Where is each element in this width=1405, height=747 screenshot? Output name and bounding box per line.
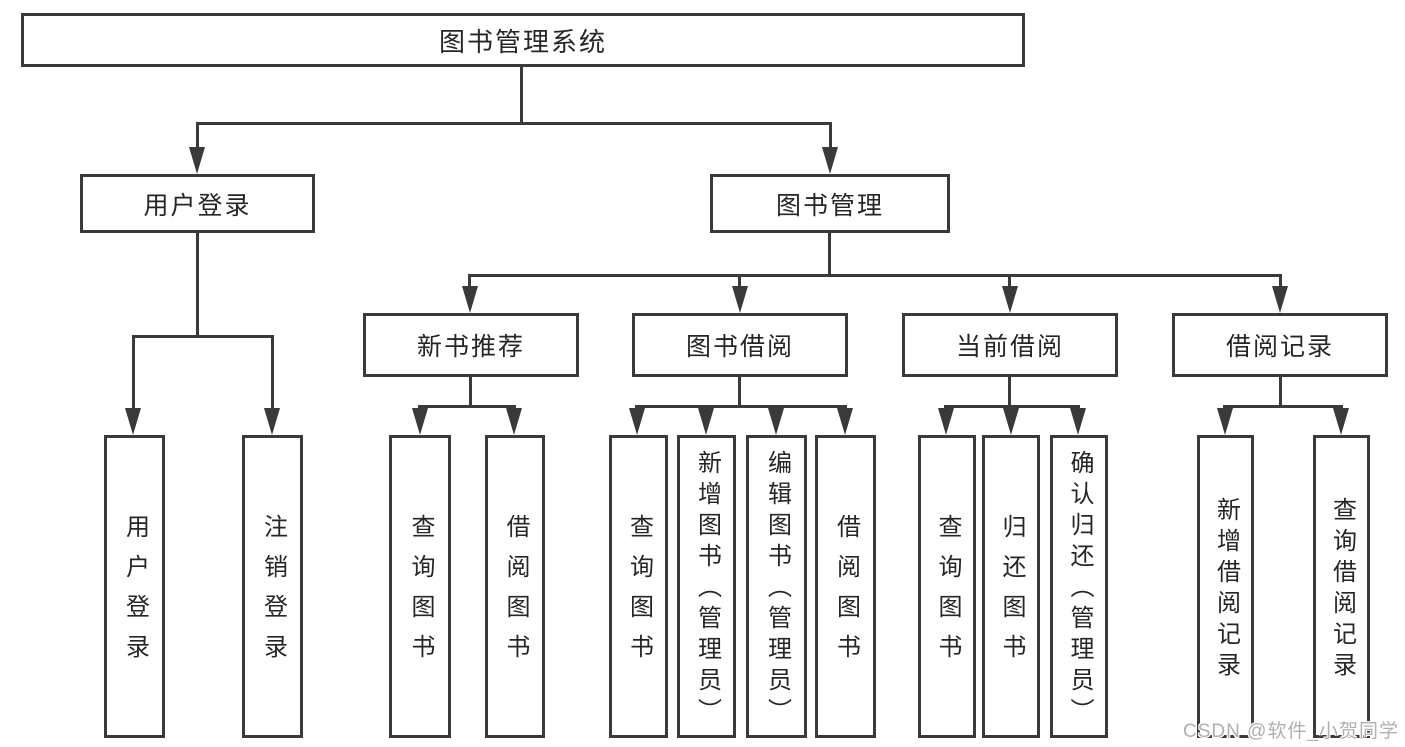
- node-borrow-records: 借阅记录: [1172, 313, 1388, 377]
- arrow-down-icon: [732, 286, 748, 313]
- connector-line: [1008, 274, 1011, 288]
- arrow-down-icon: [462, 286, 478, 313]
- connector-line: [469, 377, 472, 408]
- node-book-management: 图书管理: [710, 174, 950, 233]
- node-new-book-recommend-label: 新书推荐: [416, 333, 525, 361]
- leaf-edit-books-admin-label: 编辑图书（管理员）: [763, 450, 791, 729]
- arrow-down-icon: [506, 408, 522, 435]
- leaf-query-books-current-label: 查询图书: [934, 513, 961, 674]
- leaf-query-borrow-record-label: 查询借阅记录: [1328, 496, 1356, 683]
- arrow-down-icon: [698, 408, 714, 435]
- leaf-borrow-books-label: 借阅图书: [832, 513, 860, 674]
- leaf-logout-label: 注销登录: [259, 513, 287, 674]
- connector-line: [1279, 377, 1282, 408]
- node-user-login-label: 用户登录: [143, 191, 252, 220]
- arrow-down-icon: [1003, 408, 1019, 435]
- arrow-down-icon: [189, 147, 205, 174]
- leaf-borrow-books-recommend-label: 借阅图书: [502, 513, 529, 674]
- connector-line: [196, 233, 199, 335]
- node-book-borrow-label: 图书借阅: [685, 333, 794, 361]
- leaf-user-login-label: 用户登录: [121, 513, 149, 674]
- arrow-down-icon: [412, 408, 428, 435]
- node-current-borrow: 当前借阅: [902, 313, 1118, 377]
- arrow-down-icon: [1333, 408, 1349, 435]
- leaf-user-login: 用户登录: [104, 435, 165, 738]
- connector-line: [829, 122, 832, 149]
- connector-line: [132, 335, 274, 338]
- arrow-down-icon: [938, 408, 954, 435]
- node-root: 图书管理系统: [21, 13, 1025, 67]
- leaf-add-borrow-record: 新增借阅记录: [1197, 435, 1254, 738]
- leaf-return-books: 归还图书: [982, 435, 1040, 738]
- connector-line: [944, 405, 1080, 408]
- leaf-return-books-label: 归还图书: [998, 513, 1025, 674]
- connector-line: [196, 122, 199, 149]
- leaf-query-books-borrow-label: 查询图书: [625, 513, 653, 674]
- node-user-login: 用户登录: [80, 174, 315, 233]
- node-borrow-records-label: 借阅记录: [1225, 333, 1334, 361]
- leaf-logout: 注销登录: [242, 435, 303, 738]
- arrow-down-icon: [837, 408, 853, 435]
- leaf-borrow-books-recommend: 借阅图书: [485, 435, 545, 738]
- connector-line: [738, 377, 741, 408]
- arrow-down-icon: [1070, 408, 1086, 435]
- leaf-edit-books-admin: 编辑图书（管理员）: [746, 435, 807, 738]
- connector-line: [738, 274, 741, 288]
- leaf-query-books-borrow: 查询图书: [609, 435, 668, 738]
- watermark: CSDN @软件_小贺同学: [1183, 721, 1399, 742]
- leaf-add-books-admin-label: 新增图书（管理员）: [693, 450, 721, 729]
- connector-line: [635, 405, 847, 408]
- arrow-down-icon: [822, 147, 838, 174]
- leaf-query-books-recommend-label: 查询图书: [407, 513, 434, 674]
- connector-line: [196, 122, 832, 125]
- node-new-book-recommend: 新书推荐: [363, 313, 579, 377]
- connector-line: [1008, 377, 1011, 408]
- arrow-down-icon: [125, 408, 141, 435]
- leaf-query-books-recommend: 查询图书: [389, 435, 451, 738]
- node-current-borrow-label: 当前借阅: [955, 333, 1064, 361]
- node-root-label: 图书管理系统: [438, 26, 607, 57]
- node-book-borrow: 图书借阅: [632, 313, 848, 377]
- connector-line: [1223, 405, 1343, 408]
- leaf-confirm-return-admin: 确认归还（管理员）: [1050, 435, 1108, 738]
- arrow-down-icon: [1217, 408, 1233, 435]
- connector-line: [468, 274, 471, 288]
- connector-line: [468, 274, 1282, 277]
- arrow-down-icon: [264, 408, 280, 435]
- node-book-management-label: 图书管理: [775, 191, 884, 220]
- connector-line: [132, 335, 135, 409]
- leaf-confirm-return-admin-label: 确认归还（管理员）: [1066, 450, 1093, 729]
- connector-line: [418, 405, 516, 408]
- connector-line: [828, 233, 831, 277]
- leaf-add-books-admin: 新增图书（管理员）: [677, 435, 736, 738]
- connector-line: [1279, 274, 1282, 288]
- connector-line: [520, 67, 523, 122]
- leaf-add-borrow-record-label: 新增借阅记录: [1212, 496, 1240, 683]
- leaf-query-borrow-record: 查询借阅记录: [1313, 435, 1370, 738]
- arrow-down-icon: [768, 408, 784, 435]
- leaf-borrow-books: 借阅图书: [815, 435, 876, 738]
- arrow-down-icon: [1272, 286, 1288, 313]
- leaf-query-books-current: 查询图书: [918, 435, 976, 738]
- arrow-down-icon: [1002, 286, 1018, 313]
- connector-line: [271, 335, 274, 409]
- arrow-down-icon: [629, 408, 645, 435]
